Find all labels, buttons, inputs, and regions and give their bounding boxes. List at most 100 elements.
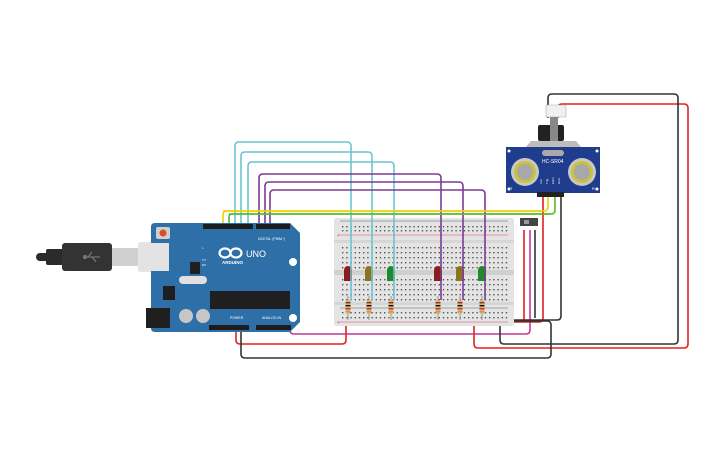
breadboard-hole[interactable] [468, 262, 470, 264]
breadboard-hole[interactable] [342, 289, 344, 291]
breadboard-hole[interactable] [358, 252, 361, 254]
breadboard-hole[interactable] [489, 262, 491, 264]
breadboard-hole[interactable] [447, 247, 449, 249]
breadboard-hole[interactable] [505, 294, 508, 296]
breadboard-hole[interactable] [375, 252, 377, 254]
breadboard-hole[interactable] [363, 312, 365, 314]
breadboard-hole[interactable] [350, 317, 352, 319]
breadboard-hole[interactable] [501, 230, 503, 232]
breadboard-hole[interactable] [426, 257, 428, 259]
breadboard-hole[interactable] [367, 252, 369, 254]
breadboard-hole[interactable] [426, 317, 428, 319]
breadboard-hole[interactable] [455, 226, 457, 228]
breadboard-hole[interactable] [379, 284, 382, 286]
breadboard-hole[interactable] [484, 312, 487, 314]
breadboard-hole[interactable] [421, 294, 424, 296]
breadboard-hole[interactable] [455, 252, 457, 254]
breadboard-hole[interactable] [384, 247, 386, 249]
resistor[interactable] [457, 296, 463, 320]
breadboard-hole[interactable] [346, 230, 348, 232]
breadboard-hole[interactable] [489, 299, 491, 301]
breadboard-hole[interactable] [354, 267, 356, 269]
breadboard-hole[interactable] [396, 226, 398, 228]
breadboard-hole[interactable] [493, 252, 495, 254]
breadboard-hole[interactable] [459, 289, 461, 291]
breadboard-hole[interactable] [375, 294, 377, 296]
breadboard-hole[interactable] [447, 279, 449, 281]
breadboard-hole[interactable] [421, 226, 424, 228]
breadboard-hole[interactable] [346, 317, 348, 319]
breadboard-hole[interactable] [505, 284, 508, 286]
breadboard-hole[interactable] [463, 230, 466, 232]
breadboard-hole[interactable] [405, 294, 407, 296]
breadboard-hole[interactable] [354, 262, 356, 264]
breadboard-hole[interactable] [388, 257, 390, 259]
breadboard-hole[interactable] [501, 262, 503, 264]
breadboard-hole[interactable] [505, 247, 508, 249]
reset-button-cap[interactable] [159, 229, 167, 237]
breadboard-hole[interactable] [417, 312, 419, 314]
breadboard-hole[interactable] [375, 262, 377, 264]
breadboard-hole[interactable] [505, 317, 508, 319]
breadboard-hole[interactable] [497, 299, 499, 301]
breadboard-hole[interactable] [480, 252, 482, 254]
breadboard-hole[interactable] [476, 257, 478, 259]
breadboard-hole[interactable] [476, 252, 478, 254]
breadboard-hole[interactable] [472, 226, 474, 228]
breadboard-hole[interactable] [476, 226, 478, 228]
breadboard-hole[interactable] [409, 299, 411, 301]
breadboard-hole[interactable] [413, 267, 415, 269]
breadboard-hole[interactable] [392, 289, 394, 291]
breadboard-hole[interactable] [463, 317, 466, 319]
breadboard-hole[interactable] [413, 247, 415, 249]
breadboard-hole[interactable] [455, 294, 457, 296]
breadboard-hole[interactable] [346, 294, 348, 296]
resistor[interactable] [388, 296, 394, 320]
breadboard-hole[interactable] [375, 279, 377, 281]
breadboard-hole[interactable] [379, 312, 382, 314]
breadboard-hole[interactable] [493, 230, 495, 232]
breadboard-hole[interactable] [358, 257, 361, 259]
breadboard-hole[interactable] [396, 230, 398, 232]
breadboard-hole[interactable] [472, 262, 474, 264]
breadboard-hole[interactable] [358, 284, 361, 286]
breadboard-hole[interactable] [463, 226, 466, 228]
breadboard-hole[interactable] [396, 267, 398, 269]
breadboard-hole[interactable] [489, 247, 491, 249]
breadboard-hole[interactable] [447, 317, 449, 319]
breadboard-hole[interactable] [392, 299, 394, 301]
breadboard-hole[interactable] [379, 262, 382, 264]
breadboard-hole[interactable] [379, 279, 382, 281]
breadboard-hole[interactable] [405, 247, 407, 249]
breadboard-hole[interactable] [400, 226, 403, 228]
breadboard-hole[interactable] [489, 294, 491, 296]
breadboard-hole[interactable] [426, 247, 428, 249]
breadboard-hole[interactable] [405, 299, 407, 301]
breadboard-hole[interactable] [354, 299, 356, 301]
breadboard-hole[interactable] [400, 289, 403, 291]
breadboard-hole[interactable] [363, 247, 365, 249]
breadboard-hole[interactable] [497, 289, 499, 291]
breadboard-hole[interactable] [392, 262, 394, 264]
breadboard-hole[interactable] [438, 230, 440, 232]
breadboard-hole[interactable] [417, 247, 419, 249]
breadboard-hole[interactable] [388, 247, 390, 249]
breadboard-hole[interactable] [501, 252, 503, 254]
breadboard-hole[interactable] [493, 257, 495, 259]
breadboard-hole[interactable] [480, 247, 482, 249]
led-yellow[interactable] [365, 266, 373, 281]
breadboard-hole[interactable] [447, 267, 449, 269]
breadboard-hole[interactable] [459, 262, 461, 264]
breadboard-hole[interactable] [363, 257, 365, 259]
resistor[interactable] [366, 296, 372, 320]
breadboard-hole[interactable] [375, 267, 377, 269]
breadboard-hole[interactable] [358, 279, 361, 281]
power-header[interactable] [209, 325, 249, 330]
breadboard-hole[interactable] [354, 230, 356, 232]
breadboard-hole[interactable] [426, 312, 428, 314]
breadboard-hole[interactable] [342, 247, 344, 249]
breadboard-hole[interactable] [493, 247, 495, 249]
wire-black-loop[interactable] [499, 93, 679, 345]
breadboard-hole[interactable] [484, 317, 487, 319]
breadboard-hole[interactable] [417, 289, 419, 291]
